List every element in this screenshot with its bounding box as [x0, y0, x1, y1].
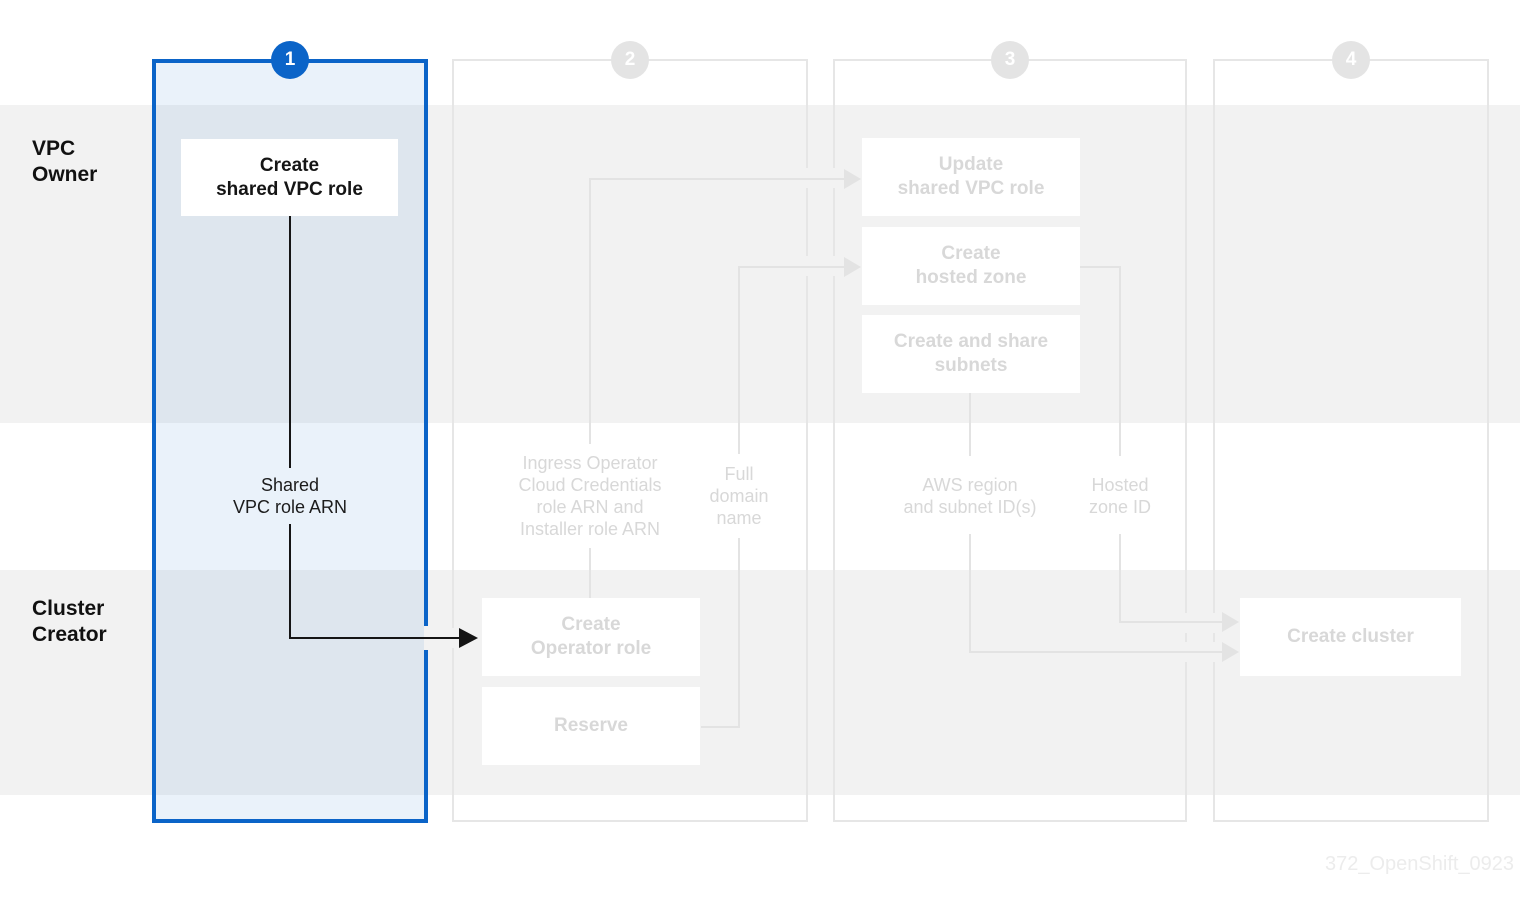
step-2-badge: 2	[611, 41, 649, 79]
node-create-hosted-zone: Create hosted zone	[862, 227, 1080, 305]
lane-label-vpc-owner: VPC Owner	[32, 136, 97, 188]
step-4-badge: 4	[1332, 41, 1370, 79]
node-label-line: Create	[941, 243, 1001, 264]
edge-label-line: AWS region	[922, 475, 1018, 495]
node-reserve: Reserve	[482, 687, 700, 765]
node-create-and-share-subnets: Create and share subnets	[862, 315, 1080, 393]
step-1-badge: 1	[271, 41, 309, 79]
node-create-operator-role: Create Operator role	[482, 598, 700, 676]
node-label-line: shared VPC role	[216, 178, 363, 200]
node-update-shared-vpc-role: Update shared VPC role	[862, 138, 1080, 216]
lane-label-line: VPC	[32, 137, 76, 160]
node-label-line: shared VPC role	[897, 178, 1045, 199]
edge-label-line: Hosted	[1091, 475, 1149, 495]
lane-label-line: Cluster	[32, 597, 105, 620]
edge-label-line: Installer role ARN	[519, 519, 661, 539]
lane-label-line: Owner	[32, 163, 98, 186]
node-label-line: Reserve	[554, 715, 628, 736]
node-create-shared-vpc-role: Create shared VPC role	[181, 139, 398, 216]
edge-label-line: Ingress Operator	[522, 453, 658, 473]
node-label-line: Create cluster	[1287, 626, 1414, 647]
edge-label-line: Shared	[260, 475, 320, 495]
edge-label-aws-region-subnets: AWS region and subnet ID(s)	[860, 474, 1080, 518]
node-create-cluster: Create cluster	[1240, 598, 1461, 676]
node-label-line: hosted zone	[915, 267, 1027, 288]
edge-label-line: Cloud Credentials	[518, 475, 662, 495]
step-3-badge: 3	[991, 41, 1029, 79]
edge-label-line: Full	[724, 464, 754, 484]
edge-label-line: name	[716, 508, 762, 528]
step-number: 4	[1345, 49, 1357, 70]
lane-label-line: Creator	[32, 623, 107, 646]
node-label-line: Create and share	[893, 331, 1049, 352]
edge-label-line: role ARN and	[536, 497, 644, 517]
edge-label-line: VPC role ARN	[232, 497, 348, 517]
edge-label-line: domain	[709, 486, 769, 506]
edge-label-line: and subnet ID(s)	[903, 497, 1037, 517]
node-label-line: Update	[938, 154, 1004, 175]
node-label-line: Create	[561, 614, 621, 635]
edge-label-shared-vpc-role-arn: Shared VPC role ARN	[190, 474, 390, 518]
node-label-line: Create	[259, 154, 320, 176]
node-label-line: Operator role	[530, 638, 652, 659]
edge-label-full-domain-name: Full domain name	[689, 463, 789, 529]
edge-label-ingress-operator-arns: Ingress Operator Cloud Credentials role …	[490, 452, 690, 540]
edge-label-hosted-zone-id: Hosted zone ID	[1060, 474, 1180, 518]
lane-label-cluster-creator: Cluster Creator	[32, 596, 107, 648]
step-number: 1	[284, 49, 296, 70]
step-number: 2	[624, 49, 636, 70]
watermark-text: 372_OpenShift_0923	[1325, 853, 1515, 875]
edge-label-line: zone ID	[1088, 497, 1152, 517]
step-number: 3	[1004, 49, 1016, 70]
node-label-line: subnets	[934, 355, 1008, 376]
